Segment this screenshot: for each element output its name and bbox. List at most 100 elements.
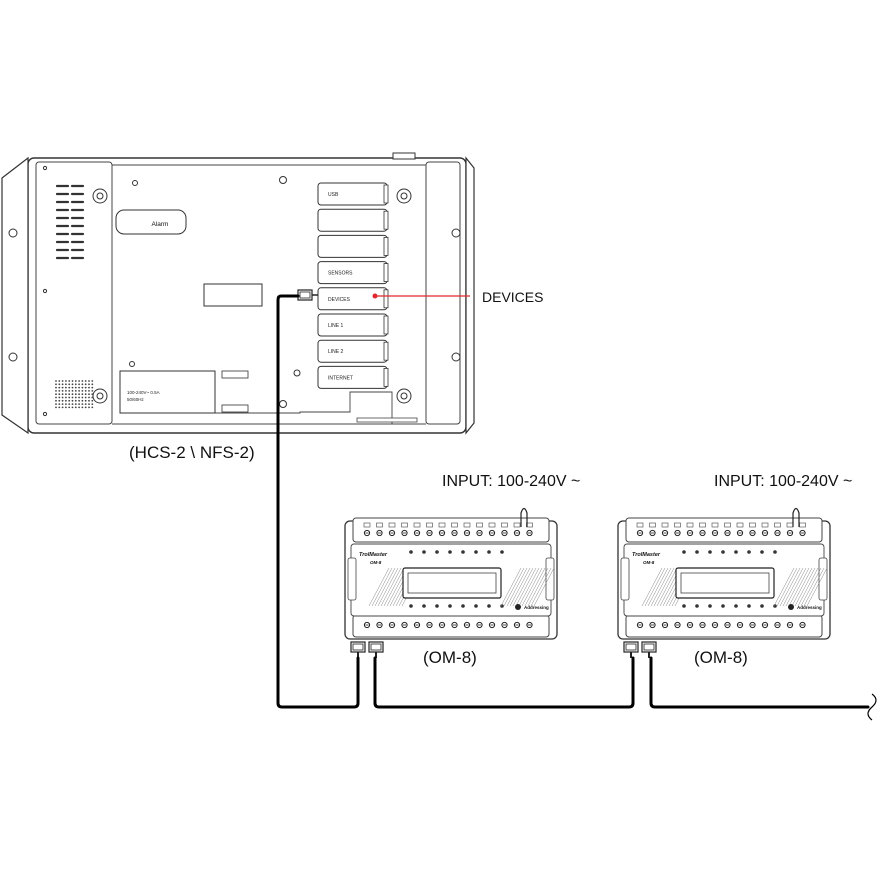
module-2-input-label: INPUT: 100-240V ~ <box>714 473 852 490</box>
grille-dot <box>78 396 80 399</box>
hatch-pattern <box>641 567 828 607</box>
grille-dot <box>55 399 57 402</box>
led-indicator <box>500 604 504 608</box>
grille-dot <box>68 380 71 382</box>
grille-dot <box>88 396 90 399</box>
controller-port: SENSORS <box>317 261 389 285</box>
grille-dot <box>84 396 87 399</box>
led-indicator <box>747 550 751 554</box>
grille-dot <box>61 383 64 386</box>
grille-dot <box>58 396 61 399</box>
grille-dot <box>78 399 80 402</box>
grille-dot <box>55 403 57 405</box>
grille-dot <box>84 386 87 389</box>
grille-dot <box>78 386 80 389</box>
controller-port-label: DEVICES <box>328 297 351 303</box>
output-plug <box>641 641 657 658</box>
grille-dot <box>88 403 90 405</box>
controller-port <box>317 208 389 232</box>
grille-dot <box>68 406 71 409</box>
grille-dot <box>91 396 94 399</box>
module-brand: TrolMaster <box>359 552 388 558</box>
grille-dot <box>55 386 57 389</box>
grille-dot <box>81 393 84 396</box>
grille-dot <box>74 380 77 382</box>
grille-dot <box>71 383 74 386</box>
grille-dot <box>71 386 74 389</box>
led-indicator <box>760 604 764 608</box>
grille-dot <box>81 386 84 389</box>
addressing-button[interactable] <box>788 604 794 610</box>
vent-slots <box>55 184 85 260</box>
devices-callout-label: DEVICES <box>482 289 543 305</box>
grille-dot <box>65 380 67 382</box>
grille-dot <box>65 403 67 405</box>
input-plug <box>623 641 639 658</box>
cable-break-mark <box>867 693 877 721</box>
grille-dot <box>74 396 77 399</box>
grille-dot <box>84 406 87 409</box>
led-indicator <box>773 550 777 554</box>
led-indicator <box>435 550 439 554</box>
grille-dot <box>84 393 87 396</box>
led-indicator <box>721 550 725 554</box>
grille-dot <box>78 403 80 405</box>
grille-dot <box>91 399 94 402</box>
grille-dot <box>65 393 67 396</box>
addressing-button[interactable] <box>515 604 521 610</box>
grille-dot <box>74 386 77 389</box>
grille-dot <box>84 383 87 386</box>
controller-port-label: INTERNET <box>328 375 353 381</box>
led-indicator <box>500 550 504 554</box>
grille-dot <box>71 396 74 399</box>
grille-dot <box>81 390 84 392</box>
grille-dot <box>68 386 71 389</box>
devices-callout: DEVICES <box>372 289 543 305</box>
grille-dot <box>88 399 90 402</box>
grille-dot <box>81 399 84 402</box>
grille-dot <box>58 386 61 389</box>
grille-dot <box>58 403 61 405</box>
led-indicator <box>435 604 439 608</box>
grille-dot <box>84 390 87 392</box>
grille-dot <box>61 399 64 402</box>
controller-port-label: USB <box>328 192 339 198</box>
led-indicator <box>409 550 413 554</box>
grille-dot <box>61 393 64 396</box>
led-indicator <box>734 604 738 608</box>
grille-dot <box>71 399 74 402</box>
grille-dot <box>81 380 84 382</box>
grille-dot <box>58 383 61 386</box>
grille-dot <box>58 390 61 392</box>
grille-dot <box>71 403 74 405</box>
led-indicator <box>695 604 699 608</box>
module-1-input-label: INPUT: 100-240V ~ <box>442 473 580 490</box>
grille-dot <box>88 393 90 396</box>
grille-dot <box>68 390 71 392</box>
grille-dot <box>68 403 71 405</box>
controller-port: INTERNET <box>317 365 389 389</box>
grille-dot <box>68 396 71 399</box>
led-indicator <box>721 604 725 608</box>
grille-dot <box>78 406 80 409</box>
module-2-caption: (OM-8) <box>694 648 748 667</box>
grille-dot <box>65 399 67 402</box>
grille-dot <box>74 406 77 409</box>
controller-port: LINE 2 <box>317 339 389 363</box>
grille-dot <box>78 390 80 392</box>
grille-dot <box>68 383 71 386</box>
cable-controller-to-module1 <box>276 294 360 709</box>
power-rating-line1: 100-240V~ 0.5A <box>127 390 160 395</box>
grille-dot <box>84 403 87 405</box>
grille-dot <box>91 393 94 396</box>
controller-port: LINE 1 <box>317 313 389 337</box>
led-indicator <box>461 604 465 608</box>
led-indicator <box>682 550 686 554</box>
led-indicator <box>760 550 764 554</box>
module-model: OM-8 <box>643 560 655 565</box>
grille-dot <box>65 386 67 389</box>
grille-dot <box>81 406 84 409</box>
grille-dot <box>58 393 61 396</box>
